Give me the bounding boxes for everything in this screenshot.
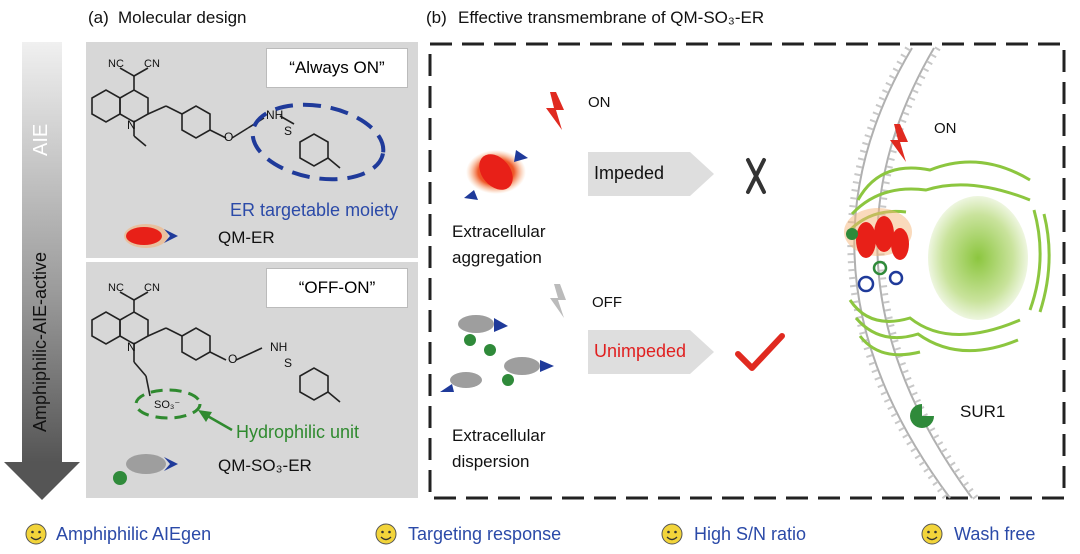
endoplasmic-reticulum [848,160,1051,357]
nh-label-top: NH [266,108,284,122]
sur1-icon [910,404,934,428]
cn-label-top: CN [144,58,160,70]
always-on-box: “Always ON” [266,48,408,88]
check-icon [735,333,785,371]
on-label-cell: ON [934,120,957,137]
extracellular-aggregation-line2: aggregation [452,248,542,267]
cn-label-bottom: CN [144,282,160,294]
footer-sn-ratio: High S/N ratio [694,524,807,544]
panel-a-title: Molecular design [118,8,247,27]
footer-targeting: Targeting response [408,524,562,544]
dispersion-probe-icons [440,315,554,392]
lightning-off-icon [550,284,566,318]
unimpeded-arrow-shape [588,330,714,374]
cell-probes [844,208,912,293]
o-label-top: O [224,130,234,144]
o-label-bottom: O [228,352,238,366]
s-label-bottom: S [284,356,293,370]
qm-so3-er-structure [91,291,341,403]
blocked-x-icon [746,158,766,194]
nc-label-top: NC [108,58,124,70]
footer-wash-free: Wash free [954,524,1036,544]
panel-a-label: (a) [88,8,109,27]
er-moiety-dashed-ellipse [250,102,386,182]
impeded-arrow-shape [588,152,714,196]
aggregation-probe-icon [464,150,528,200]
s-label-top: S [284,124,293,138]
nucleus [928,196,1028,320]
qm-er-label: QM-ER [218,228,275,247]
qm-so3-er-probe-icon [113,454,178,485]
nc-label-bottom: NC [108,282,124,294]
n-label-bottom: N [127,340,136,354]
off-label: OFF [592,294,622,311]
qm-er-structure [91,67,341,169]
qm-er-probe-icon [124,224,178,248]
footer-amphiphilic: Amphiphilic AIEgen [56,524,212,544]
extracellular-dispersion-line1: Extracellular [452,426,546,445]
extracellular-dispersion-line2: dispersion [452,452,530,471]
so3-label: SO₃⁻ [154,399,181,411]
panel-b-label: (b) [426,8,447,27]
aie-gradient-arrow [4,42,80,500]
on-label-top: ON [588,94,611,111]
off-on-box: “OFF-ON” [266,268,408,308]
sur1-label: SUR1 [960,402,1006,421]
lightning-cell-icon [890,124,908,162]
lightning-on-icon [546,92,564,130]
extracellular-aggregation-line1: Extracellular [452,222,546,241]
unimpeded-label: Unimpeded [594,341,687,361]
so3-dashed-ellipse [134,388,202,420]
aie-label: AIE [30,123,52,156]
hydrophilic-unit-label: Hydrophilic unit [236,422,360,442]
cell-membrane [847,46,979,500]
er-targetable-label: ER targetable moiety [230,200,399,220]
footer-smiley-icons [25,523,943,545]
n-label-top: N [127,118,136,132]
panel-b-title: Effective transmembrane of QM-SO₃-ER [458,8,765,27]
impeded-label: Impeded [594,163,665,183]
amphiphilic-aie-label: Amphiphilic-AIE-active [30,251,50,432]
nh-label-bottom: NH [270,340,288,354]
qm-so3-er-label: QM-SO₃-ER [218,456,312,475]
